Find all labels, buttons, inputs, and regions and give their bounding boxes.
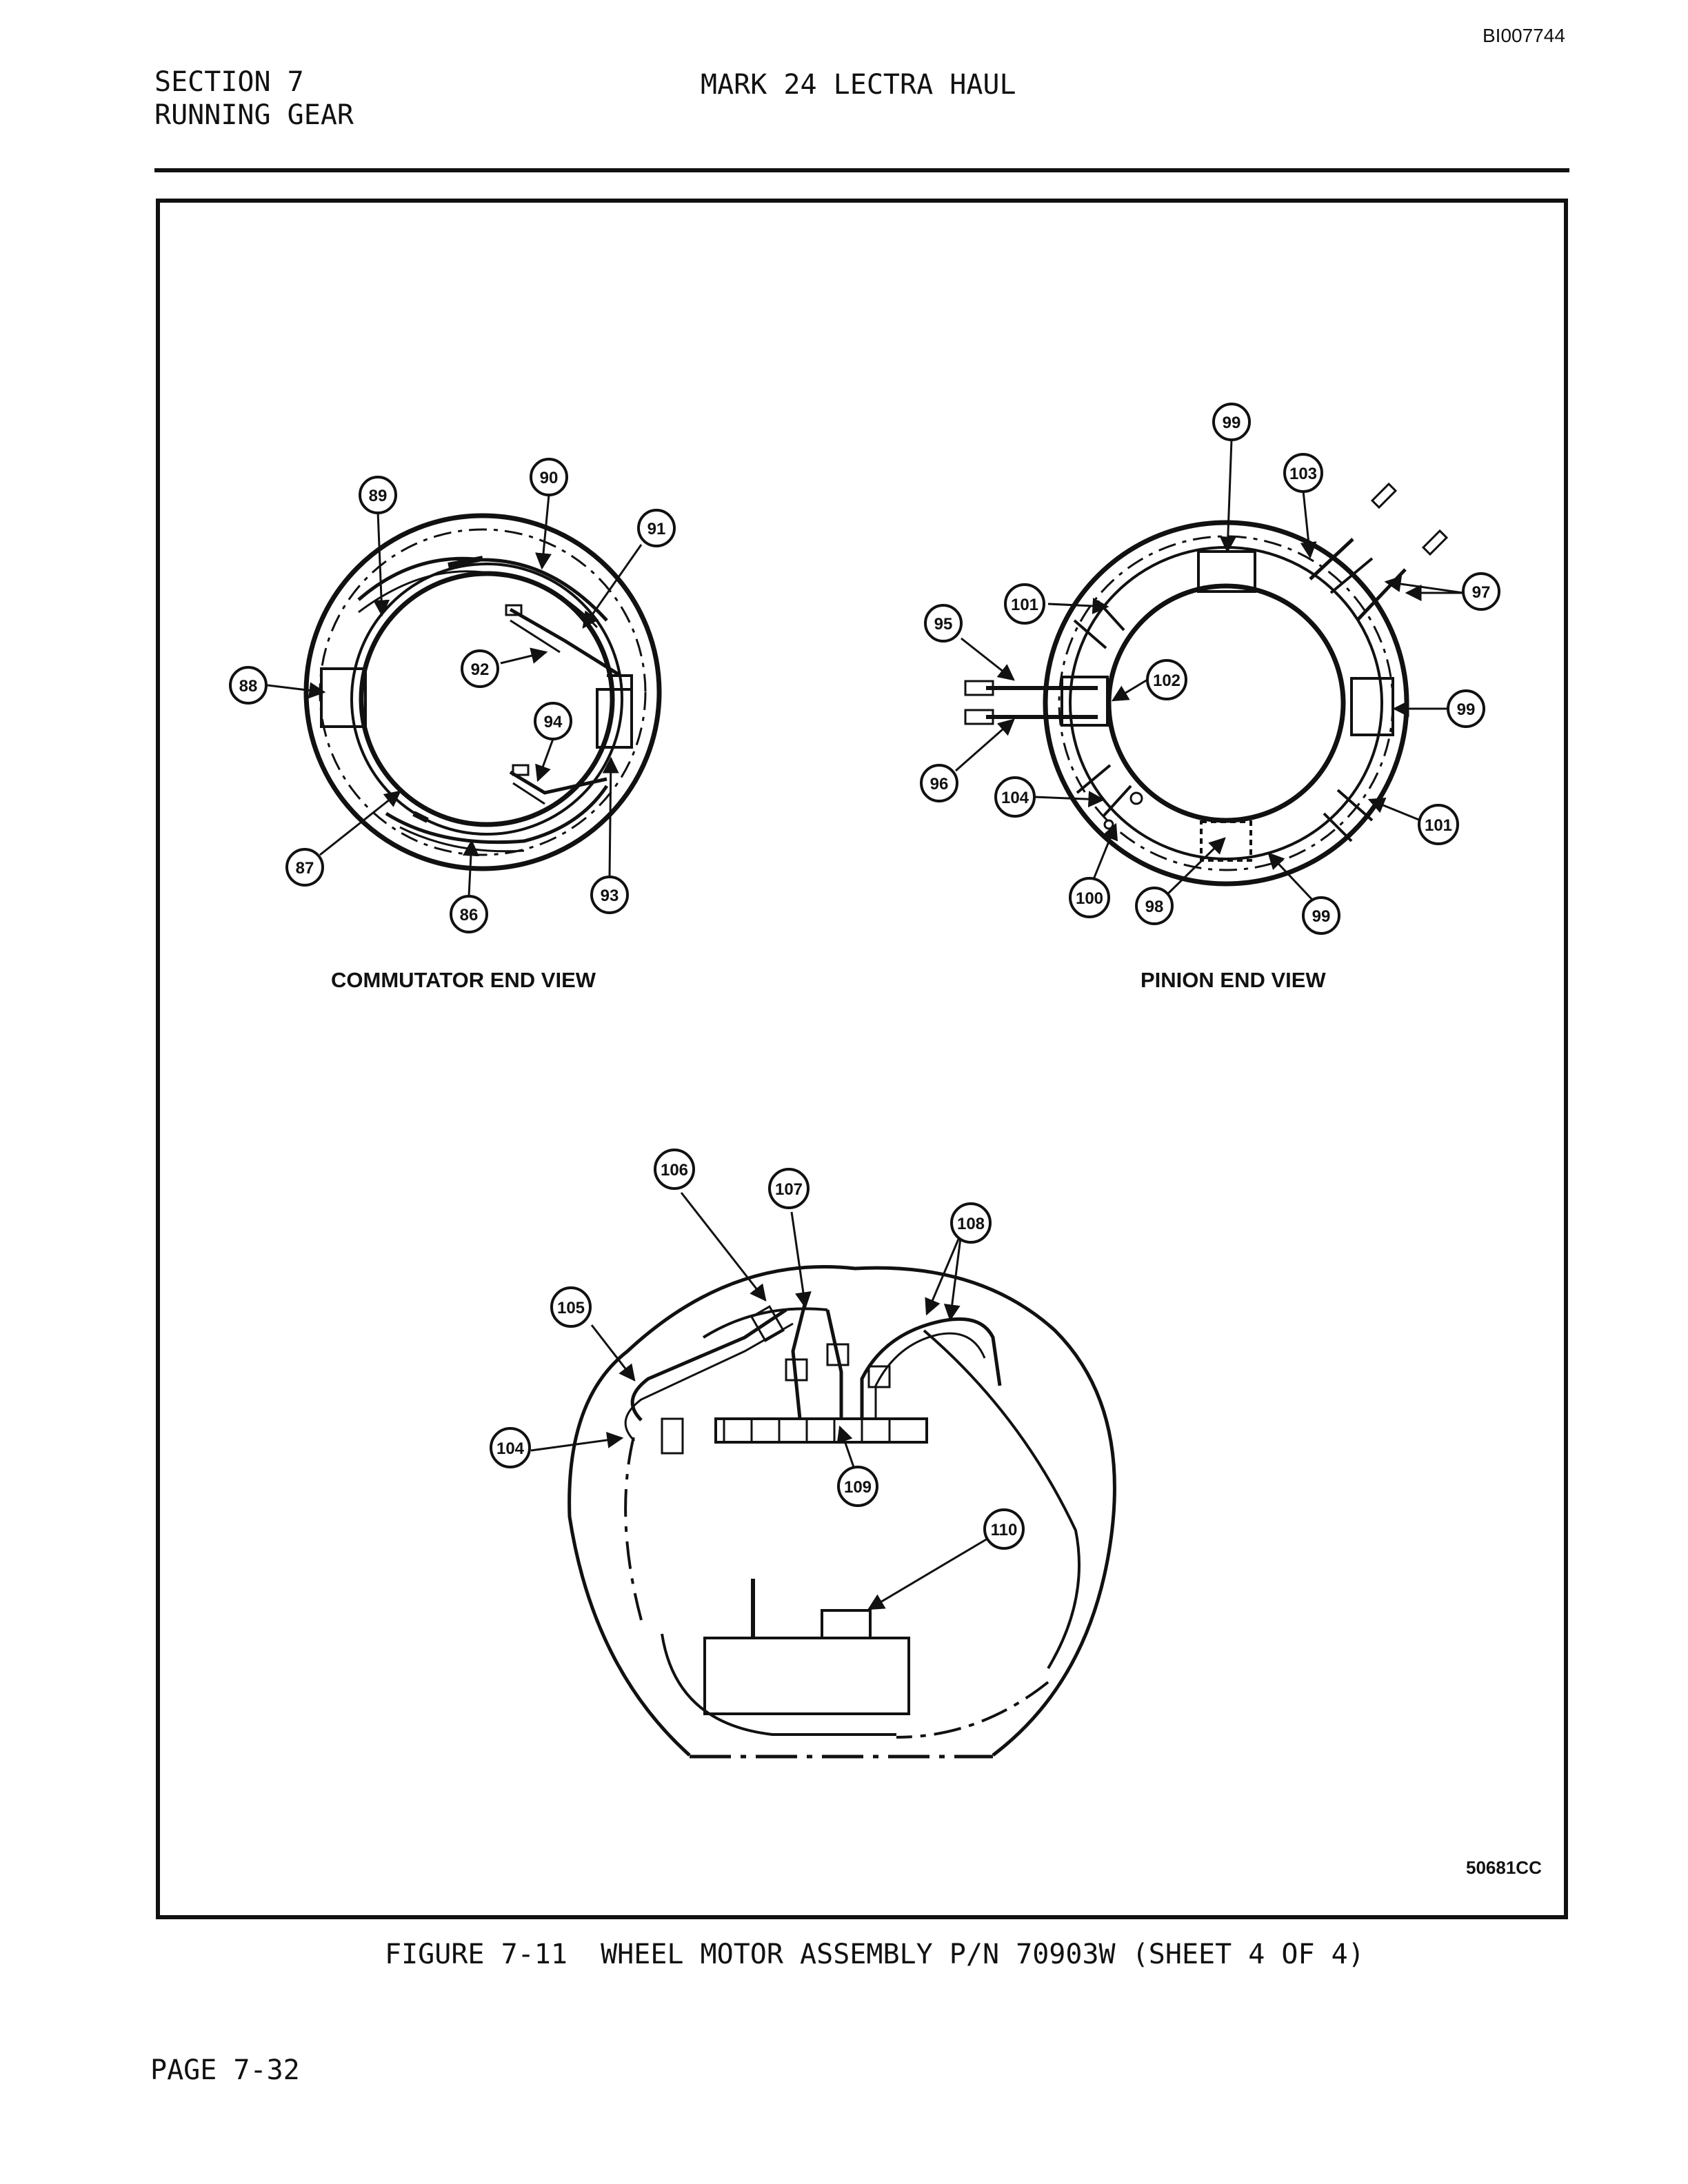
callout-99-top: 99	[1212, 403, 1251, 441]
svg-text:92: 92	[471, 660, 490, 679]
svg-text:100: 100	[1076, 889, 1103, 908]
manual-title: MARK 24 LECTRA HAUL	[701, 69, 1016, 101]
callout-92: 92	[461, 649, 499, 688]
callout-102: 102	[1146, 659, 1187, 700]
callout-106: 106	[654, 1149, 695, 1190]
svg-text:104: 104	[1001, 789, 1029, 807]
callout-99-bottom: 99	[1302, 896, 1340, 935]
terminal-board-view	[567, 1265, 1116, 1759]
pinion-view-label: PINION END VIEW	[1141, 968, 1326, 992]
pinion-leaders	[955, 439, 1465, 902]
callout-97: 97	[1462, 572, 1500, 611]
svg-text:110: 110	[991, 1521, 1018, 1539]
svg-text:91: 91	[647, 520, 666, 538]
callout-103: 103	[1283, 453, 1323, 493]
commutator-view-label: COMMUTATOR END VIEW	[331, 968, 596, 992]
callout-100: 100	[1069, 877, 1110, 918]
svg-text:105: 105	[557, 1299, 585, 1317]
commutator-leaders	[267, 494, 643, 897]
callout-89: 89	[359, 476, 397, 514]
callout-108: 108	[950, 1202, 992, 1244]
svg-text:101: 101	[1011, 596, 1038, 614]
callout-110: 110	[983, 1508, 1025, 1550]
callout-95: 95	[924, 604, 963, 643]
svg-text:99: 99	[1457, 700, 1476, 719]
figure-caption: FIGURE 7-11 WHEEL MOTOR ASSEMBLY P/N 709…	[385, 1939, 1365, 1970]
callout-90: 90	[530, 458, 568, 496]
svg-text:101: 101	[1425, 816, 1452, 835]
svg-text:88: 88	[239, 677, 258, 696]
svg-text:109: 109	[844, 1478, 872, 1497]
svg-text:108: 108	[957, 1215, 985, 1233]
callout-96: 96	[920, 764, 958, 802]
bottom-leaders	[530, 1192, 988, 1610]
svg-text:94: 94	[544, 713, 563, 731]
callout-99-right: 99	[1447, 689, 1485, 728]
section-number: SECTION 7	[154, 66, 304, 98]
callout-98: 98	[1135, 887, 1174, 925]
svg-text:89: 89	[369, 487, 388, 505]
svg-text:103: 103	[1289, 465, 1317, 483]
svg-text:102: 102	[1153, 671, 1180, 690]
callout-87: 87	[285, 848, 324, 887]
svg-text:86: 86	[460, 906, 479, 924]
section-title: RUNNING GEAR	[154, 99, 354, 131]
document-id: BI007744	[1483, 25, 1565, 46]
callout-93: 93	[590, 876, 629, 914]
svg-text:107: 107	[775, 1180, 803, 1199]
callout-91: 91	[637, 509, 676, 547]
pinion-end-view	[964, 482, 1449, 887]
header-rule	[154, 168, 1569, 172]
figure-frame	[156, 199, 1568, 1919]
commutator-end-view	[303, 513, 662, 871]
svg-text:106: 106	[661, 1161, 688, 1180]
callout-94: 94	[534, 702, 572, 740]
callouts: 89 90 91 92 94 88 87 86 93 99 103 97 101…	[229, 403, 1500, 1550]
callout-88: 88	[229, 666, 268, 705]
callout-109: 109	[837, 1466, 878, 1507]
svg-text:98: 98	[1145, 898, 1164, 916]
svg-text:104: 104	[496, 1439, 525, 1458]
svg-text:97: 97	[1472, 583, 1491, 602]
svg-text:96: 96	[930, 775, 949, 793]
svg-text:99: 99	[1223, 414, 1241, 432]
wheel-motor-figure: 89 90 91 92 94 88 87 86 93 99 103 97 101…	[229, 403, 1542, 1878]
callout-104-pinion: 104	[994, 776, 1036, 818]
callout-86: 86	[450, 895, 488, 933]
svg-text:95: 95	[934, 615, 953, 634]
svg-text:87: 87	[296, 859, 314, 878]
callout-101-top: 101	[1004, 583, 1045, 625]
drawing-code: 50681CC	[1466, 1857, 1542, 1878]
callout-105: 105	[550, 1286, 592, 1328]
callout-101-bottom: 101	[1418, 804, 1459, 845]
svg-text:90: 90	[540, 469, 559, 487]
callout-104-bottom: 104	[490, 1427, 531, 1468]
callout-107: 107	[768, 1168, 810, 1209]
svg-text:99: 99	[1312, 907, 1331, 926]
page-number: PAGE 7-32	[150, 2054, 300, 2086]
svg-text:93: 93	[601, 887, 619, 905]
